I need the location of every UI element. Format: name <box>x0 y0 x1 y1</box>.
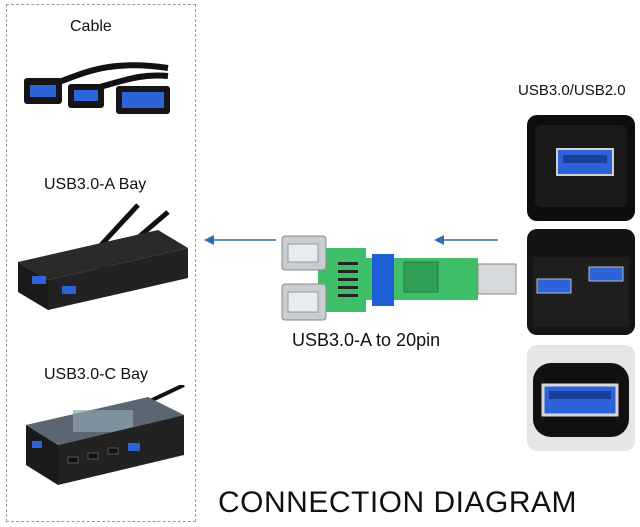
adapter-label: USB3.0-A to 20pin <box>292 330 441 350</box>
arrow-to-adapter <box>434 235 498 245</box>
c-bay-image <box>26 385 185 485</box>
usb-port-photo-3 <box>527 345 635 451</box>
adapter-board-image <box>281 235 517 321</box>
c-bay-label: USB3.0-C Bay <box>44 366 149 383</box>
a-bay-image <box>18 203 188 310</box>
usb-port-photo-2 <box>527 229 635 335</box>
usb-port-photo-1 <box>527 115 635 221</box>
cable-label: Cable <box>70 18 112 35</box>
right-panel-label: USB3.0/USB2.0 <box>518 82 626 99</box>
left-panel <box>6 4 196 522</box>
a-bay-label: USB3.0-A Bay <box>44 176 147 193</box>
diagram-title: CONNECTION DIAGRAM <box>218 486 578 519</box>
cable-image <box>24 62 170 114</box>
arrow-to-left <box>204 235 276 245</box>
